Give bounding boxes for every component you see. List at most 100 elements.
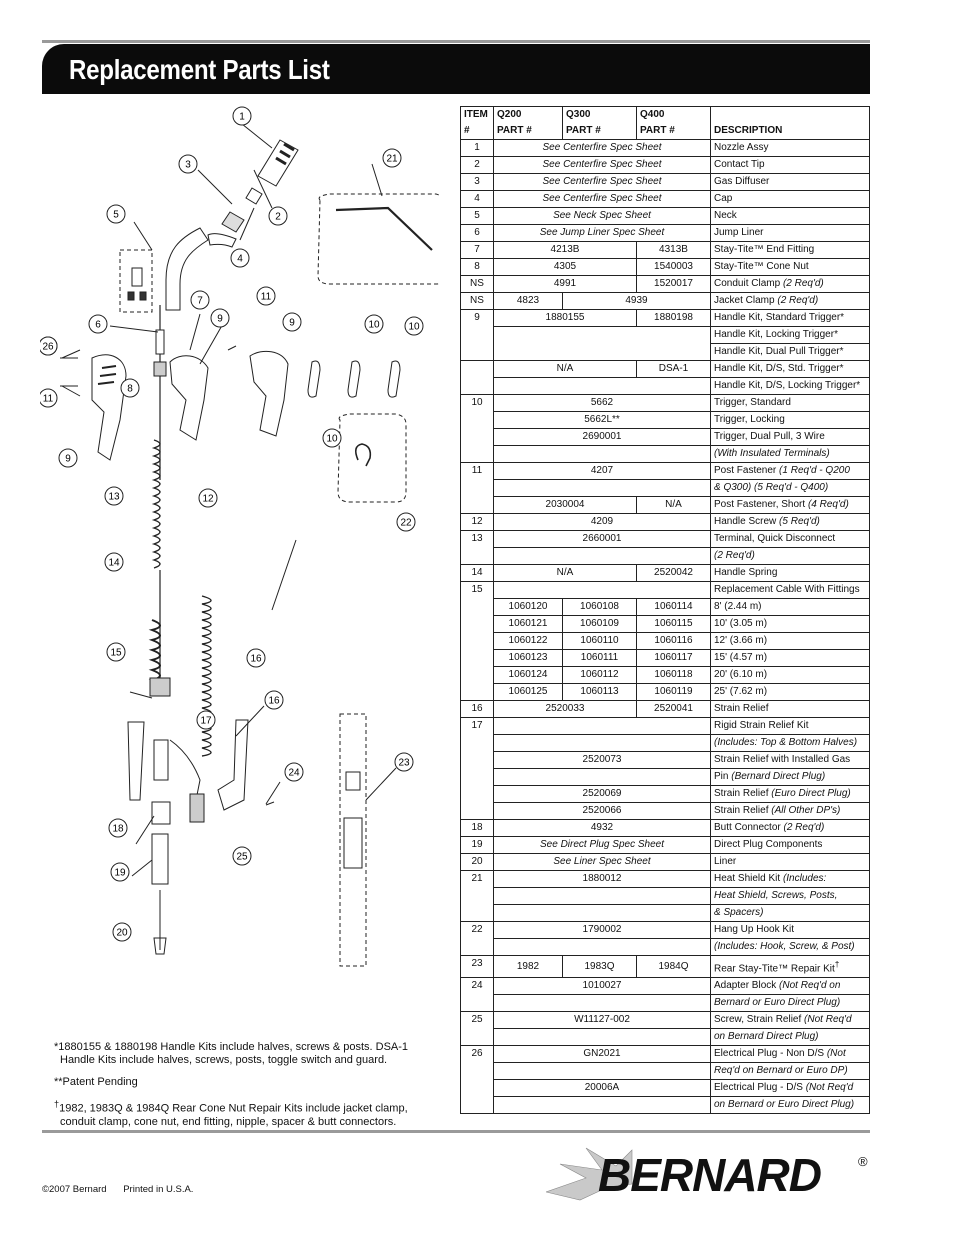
hdr-hash: # [460,123,494,140]
description-cell: Neck [710,207,870,225]
callout-21: 21 [382,148,402,168]
description: Pin [714,771,729,782]
part-cell: N/A [493,360,637,378]
description-cell: Strain Relief [710,700,870,718]
item-cell: NS [460,292,494,310]
callout-24: 24 [284,762,304,782]
item-cell: 13 [460,530,494,565]
callout-18: 18 [108,818,128,838]
description-cell: Handle Kit, Locking Trigger* [710,326,870,344]
note-handle-kits-cont: Handle Kits include halves, screws, post… [60,1054,388,1066]
table-row: Handle Kit, D/S, Locking Trigger* [461,377,870,395]
part-cell [493,768,711,786]
description-note: (Euro Direct Plug) [771,788,851,799]
part-cell: 1060120 [493,598,563,616]
description: Handle Screw [714,516,777,527]
item-cell: 14 [460,564,494,582]
description: Post Fastener [714,465,777,476]
item-number: 26 [471,1048,483,1060]
description-cell: 10' (3.05 m) [710,615,870,633]
part-number: DSA-1 [658,363,689,374]
part-cell: N/A [636,496,711,514]
footer: ©2007 Bernard Printed in U.S.A. [42,1184,207,1195]
part-cell: 20006A [493,1079,711,1098]
part-cell: 2520073 [493,751,711,769]
table-row: Req'd on Bernard or Euro DP) [461,1062,870,1081]
callout-label: 6 [95,320,101,331]
description-cell: Nozzle Assy [710,139,870,157]
description-cell: 15' (4.57 m) [710,649,870,667]
spec-sheet-ref: See Centerfire Spec Sheet [542,142,662,153]
callout-label: 14 [108,558,120,569]
callout-label: 9 [65,454,71,465]
part-number: 2520066 [582,805,622,816]
part-cell: 4932 [493,819,711,837]
description-cell: Trigger, Locking [710,411,870,429]
item-number: 8 [474,261,480,272]
part-cell: 1060125 [493,683,563,701]
part-cell: 1880012 [493,870,711,888]
callout-label: 13 [108,492,120,503]
part-cell [493,887,711,905]
description: Handle Kit, D/S, Locking Trigger* [714,380,861,391]
item-number: 18 [471,822,483,833]
item-number: 9 [474,312,480,323]
callout-label: 22 [400,518,412,529]
part-cell: 1060110 [562,632,637,650]
part-number: 1060121 [508,618,548,629]
description-cell: 25' (7.62 m) [710,683,870,701]
ref-cell: See Direct Plug Spec Sheet [493,836,711,854]
description: Strain Relief [714,703,769,714]
item-cell: 25 [460,1011,494,1047]
table-row: & Spacers) [461,904,870,922]
ref-cell: See Neck Spec Sheet [493,207,711,225]
item-number: 16 [471,703,483,714]
description-cell: on Bernard Direct Plug) [710,1028,870,1047]
callout-label: 16 [268,696,280,707]
part-cell: 4213B [493,241,637,259]
callout-label: 18 [112,824,124,835]
part-cell: 1983Q [562,954,637,979]
description-note: (Bernard Direct Plug) [731,771,826,782]
note-handle-kits: *1880155 & 1880198 Handle Kits include h… [54,1041,409,1053]
description-cell: Butt Connector (2 Req'd) [710,819,870,837]
part-number: 2030004 [545,499,585,510]
callout-16: 16 [246,648,266,668]
note-repair-kits-cont: conduit clamp, cone nut, end fitting, ni… [60,1115,397,1128]
ref-cell: See Centerfire Spec Sheet [493,156,711,174]
callout-11: 11 [256,286,276,306]
part-cell: 1060119 [636,683,711,701]
table-header-2: # PART # PART # PART # DESCRIPTION [460,123,870,140]
callout-label: 25 [236,852,248,863]
item-number: 25 [471,1014,483,1026]
part-number: 5662L** [584,414,620,425]
bernard-logo: BERNARD ® [546,1147,868,1201]
hdr-part: PART # [493,123,563,140]
description-cell: Contact Tip [710,156,870,174]
callout-label: 23 [398,758,410,769]
description: 12' (3.66 m) [714,635,768,646]
callout-label: 21 [386,154,398,165]
part-number: 20006A [584,1082,620,1094]
description: Terminal, Quick Disconnect [714,533,836,544]
callout-19: 19 [110,862,130,882]
parts-table: ITEM Q200 Q300 Q400 # PART # PART # PART… [460,106,870,1115]
callout-label: 9 [217,314,223,325]
description-cell: Replacement Cable With Fittings [710,581,870,599]
item-number: 22 [471,924,483,935]
item-number: 10 [471,397,483,408]
ref-cell: See Jump Liner Spec Sheet [493,224,711,242]
table-row: Heat Shield, Screws, Posts, [461,887,870,905]
part-number: 1060111 [580,652,619,663]
part-cell [493,445,711,463]
description-cell: & Q300) (5 Req'd - Q400) [710,479,870,497]
